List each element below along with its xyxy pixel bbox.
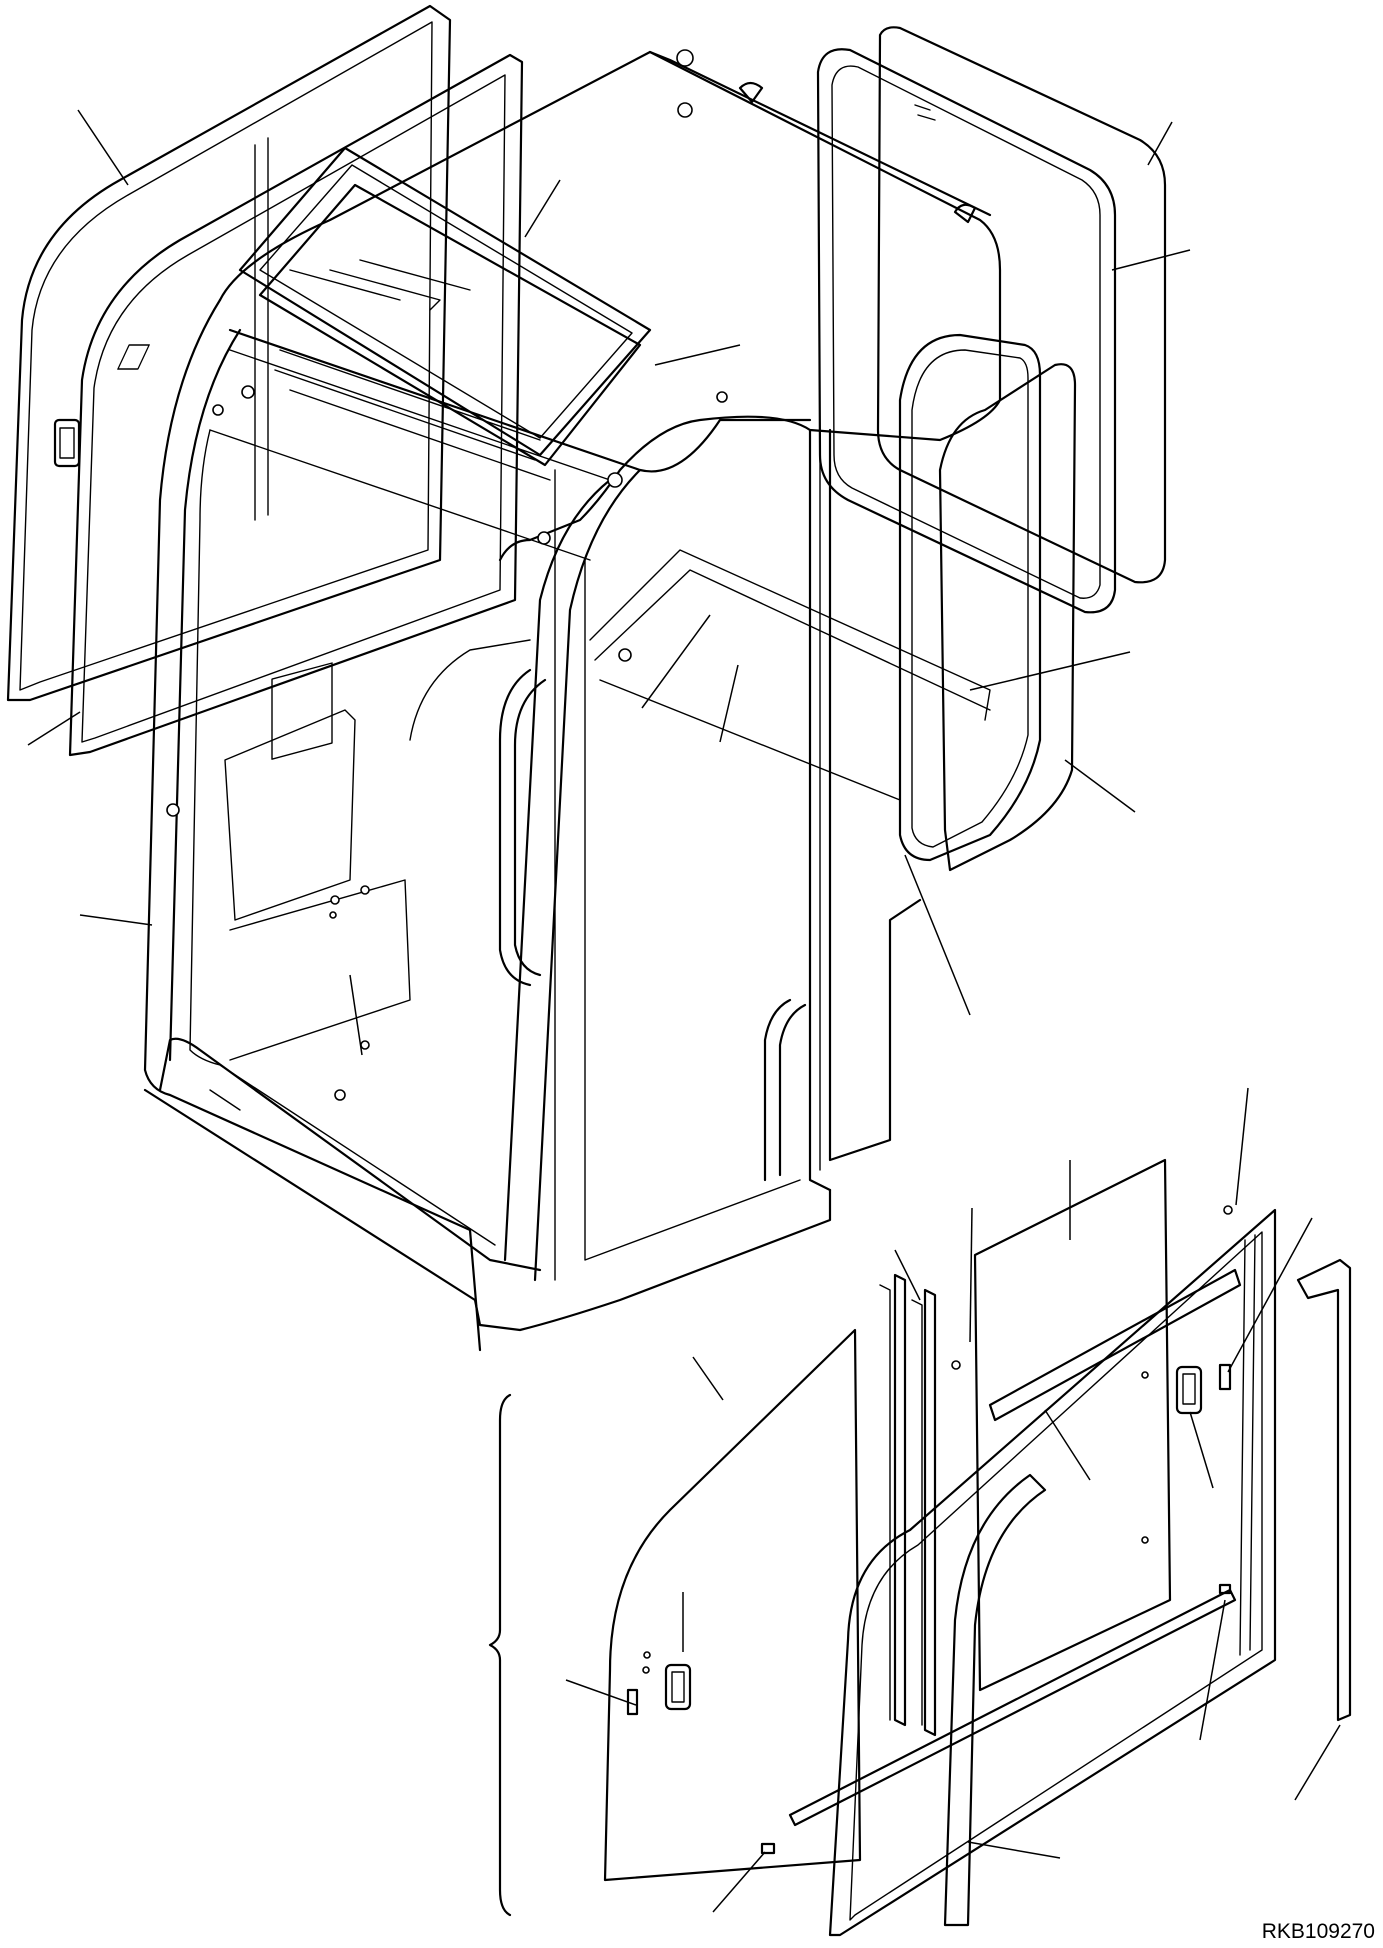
door-upper-glass [973, 1158, 1172, 1692]
door-handle-inner-icon [1175, 1365, 1203, 1415]
roof-panel [238, 146, 652, 467]
door-handle-outer-icon [664, 1663, 692, 1711]
door-vertical-seal [1296, 1258, 1352, 1722]
side-window-glass [876, 26, 1167, 584]
rear-window-frame [68, 53, 524, 757]
door-assembly [603, 1158, 1352, 1937]
group-bracket [488, 1393, 512, 1917]
cab-body [117, 49, 1002, 1352]
door-glass-panel [603, 1328, 862, 1882]
leader-lines [27, 109, 1341, 1913]
door-frame [828, 1208, 1277, 1937]
roof-vent [117, 344, 551, 481]
rear-window-glass [6, 4, 452, 702]
door-window-glass [938, 363, 1077, 872]
door-curved-seal [943, 1473, 1047, 1927]
door-window-seal [898, 333, 1042, 862]
side-window-frame [816, 48, 1117, 614]
drawing-code: RKB109270 [1261, 1920, 1375, 1943]
